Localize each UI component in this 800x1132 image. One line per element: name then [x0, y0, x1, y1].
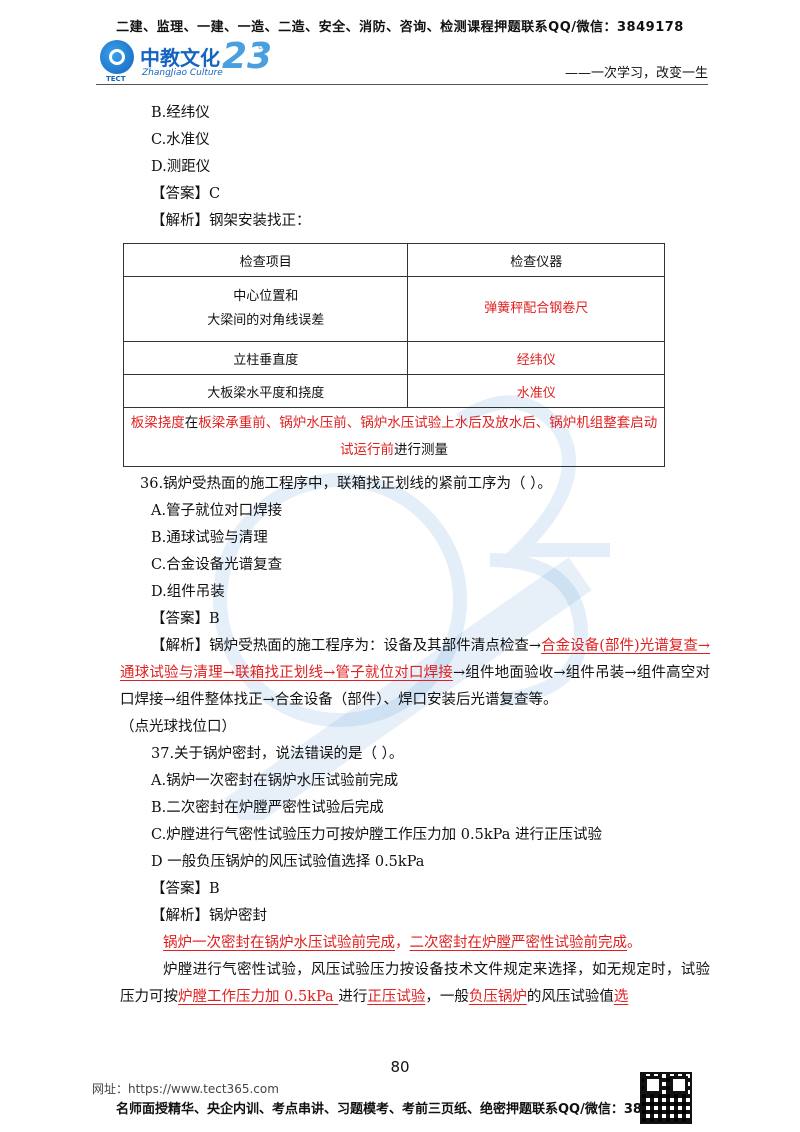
q36-analysis-prefix: 【解析】锅炉受热面的施工程序为：设备及其部件清点检查→	[151, 638, 542, 654]
header-divider	[96, 84, 708, 85]
q37-exp-mid-3: 的风压试验值	[526, 989, 614, 1005]
logo-chinese-name: 中教文化	[140, 46, 220, 70]
q36-stem: 36.锅炉受热面的施工程序中，联箱找正划线的紧前工序为（ ）。	[140, 476, 552, 492]
q35-option-b: B.经纬仪	[151, 105, 210, 121]
q37-option-d: D 一般负压锅炉的风压试验值选择 0.5kPa	[151, 854, 425, 870]
table-cell-item: 立柱垂直度	[122, 341, 409, 375]
table-header-item: 检查项目	[122, 243, 409, 277]
table-row: 立柱垂直度 经纬仪	[122, 341, 665, 375]
q36-answer: 【答案】B	[151, 611, 220, 627]
table-row: 大板梁水平度和挠度 水准仪	[122, 374, 665, 408]
table-cell-item: 中心位置和 大梁间的对角线误差	[122, 276, 409, 342]
q37-exp-red-4: 选	[613, 989, 629, 1005]
logo-anniversary-suffix: th	[258, 42, 267, 51]
table-cell-item-line2: 大梁间的对角线误差	[207, 313, 325, 328]
page-number: 80	[390, 1058, 410, 1076]
q37-exp-mid-1: 进行	[338, 989, 368, 1005]
footer-url: 网址：https://www.tect365.com	[92, 1082, 279, 1096]
table-cell-item: 大板梁水平度和挠度	[122, 374, 409, 408]
table-cell-tool: 水准仪	[407, 374, 665, 408]
logo-english-name: ZhangJiao Culture	[142, 68, 223, 78]
table-note: 板梁挠度在板梁承重前、锅炉水压前、锅炉水压试验上水后及放水后、锅炉机组整套启动试…	[123, 407, 665, 467]
q37-exp-red-1: 炉膛工作压力加 0.5kPa	[178, 989, 339, 1005]
q35-analysis-heading: 【解析】钢架安装找正：	[151, 213, 311, 229]
logo-tect: TECT	[106, 75, 126, 83]
q36-option-d: D.组件吊装	[151, 584, 225, 600]
q36-option-b: B.通球试验与清理	[151, 530, 268, 546]
q36-analysis-highlight: 合金设备(部件)光谱复查→通球试验与清理→联箱找正划线→管子就位对口焊接	[120, 638, 710, 681]
q37-key-point: 锅炉一次密封在锅炉水压试验前完成，二次密封在炉膛严密性试验前完成。	[120, 930, 710, 957]
q35-option-d: D.测距仪	[151, 159, 211, 175]
document-body: B.经纬仪 C.水准仪 D.测距仪 【答案】C 【解析】钢架安装找正： 检查项目…	[120, 100, 710, 1011]
q37-explanation: 炉膛进行气密性试验，风压试验压力按设备技术文件规定来选择，如无规定时，试验压力可…	[120, 957, 710, 1011]
table-header-row: 检查项目 检查仪器	[122, 243, 665, 277]
q37-exp-start: 炉膛进行气密性试验，风压试验压力按设备技术文件规定来选择，如无规定时，试验压力可…	[120, 962, 710, 1005]
q36-mnemonic: （点光球找位口）	[120, 719, 236, 735]
header-contact-line: 二建、监理、一建、一造、二造、安全、消防、咨询、检测课程押题联系QQ/微信：38…	[116, 20, 684, 35]
q37-exp-red-3: 负压锅炉	[468, 989, 527, 1005]
q37-answer: 【答案】B	[151, 881, 220, 897]
footer-contact-line: 名师面授精华、央企内训、考点串讲、习题模考、考前三页纸、绝密押题联系QQ/微信：…	[116, 1102, 688, 1117]
table-note-row: 板梁挠度在板梁承重前、锅炉水压前、锅炉水压试验上水后及放水后、锅炉机组整套启动试…	[123, 407, 665, 467]
q35-option-c: C.水准仪	[151, 132, 210, 148]
q37-exp-mid-2: ，一般	[425, 989, 469, 1005]
q36-option-c: C.合金设备光谱复查	[151, 557, 283, 573]
header-slogan: ——一次学习，改变一生	[564, 66, 708, 81]
q37-comma: ，	[395, 935, 410, 951]
q37-stem: 37.关于锅炉密封，说法错误的是（ ）。	[151, 746, 404, 762]
note-black-2: 进行测量	[394, 442, 448, 458]
q37-red-2: 二次密封在炉膛严密性试验前完成	[409, 935, 628, 951]
logo-emblem-icon	[100, 40, 134, 74]
q37-period: 。	[627, 935, 642, 951]
q36-analysis: 【解析】锅炉受热面的施工程序为：设备及其部件清点检查→合金设备(部件)光谱复查→…	[120, 633, 710, 714]
q36-option-a: A.管子就位对口焊接	[151, 503, 283, 519]
brand-logo: TECT 中教文化 ZhangJiao Culture 23 th	[100, 36, 272, 84]
q37-analysis-heading: 【解析】锅炉密封	[151, 908, 267, 924]
table-row: 中心位置和 大梁间的对角线误差 弹簧秤配合钢卷尺	[122, 276, 665, 342]
qr-code-icon	[640, 1072, 692, 1124]
note-red-1: 板梁挠度	[130, 415, 185, 431]
q37-red-1: 锅炉一次密封在锅炉水压试验前完成	[163, 935, 395, 951]
note-black-1: 在	[184, 415, 199, 431]
note-red-2: 板梁承重前、锅炉水压前、锅炉水压试验上水后及放水后、锅炉机组整套启动试运行前	[198, 415, 658, 458]
q37-option-b: B.二次密封在炉膛严密性试验后完成	[151, 800, 384, 816]
q35-answer: 【答案】C	[151, 186, 221, 202]
table-header-tool: 检查仪器	[407, 243, 665, 277]
table-cell-tool: 弹簧秤配合钢卷尺	[407, 276, 665, 342]
logo-anniversary-number: 23	[222, 36, 273, 77]
table-cell-tool: 经纬仪	[407, 341, 665, 375]
q37-option-a: A.锅炉一次密封在锅炉水压试验前完成	[151, 773, 399, 789]
q37-option-c: C.炉膛进行气密性试验压力可按炉膛工作压力加 0.5kPa 进行正压试验	[151, 827, 602, 843]
q37-exp-red-2: 正压试验	[367, 989, 426, 1005]
q36-analysis-rest: →组件地面验收→组件吊装→组件高空对口焊接→组件整体找正→合金设备（部件）、焊口…	[120, 665, 710, 708]
table-cell-item-line1: 中心位置和	[233, 289, 299, 304]
inspection-table: 检查项目 检查仪器 中心位置和 大梁间的对角线误差 弹簧秤配合钢卷尺 立柱垂直度…	[122, 243, 665, 467]
